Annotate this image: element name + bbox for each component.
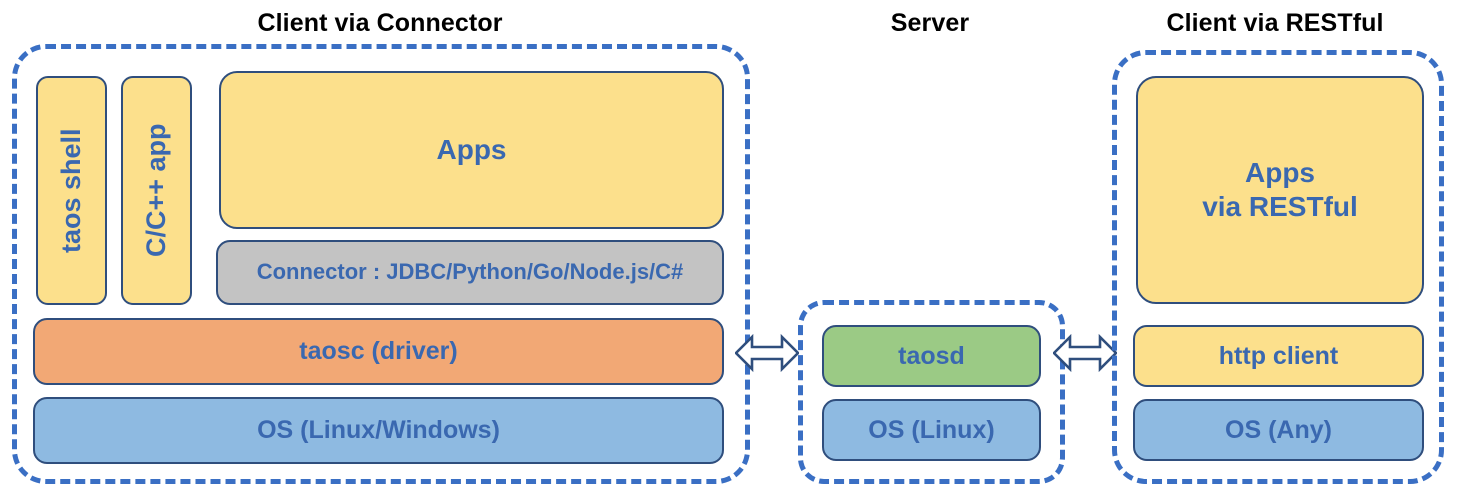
box-connector[interactable]: Connector : JDBC/Python/Go/Node.js/C#: [216, 240, 724, 305]
box-apps-via-restful-line2: via RESTful: [1202, 191, 1358, 222]
box-taosc-driver[interactable]: taosc (driver): [33, 318, 724, 385]
box-apps-via-restful-line1: Apps: [1245, 156, 1315, 188]
box-taosd[interactable]: taosd: [822, 325, 1041, 387]
group-client-restful: [1112, 50, 1444, 484]
bidirectional-arrow-left: [735, 332, 799, 374]
group-client-connector: [12, 44, 750, 484]
panel-title-client-restful: Client via RESTful: [1166, 9, 1384, 37]
box-os-linux[interactable]: OS (Linux): [822, 399, 1041, 461]
box-apps[interactable]: Apps: [219, 71, 724, 229]
panel-title-client-connector: Client via Connector: [257, 9, 503, 37]
box-os-linux-windows[interactable]: OS (Linux/Windows): [33, 397, 724, 464]
box-apps-via-restful[interactable]: Apps via RESTful: [1136, 76, 1424, 304]
group-server: [798, 300, 1065, 484]
box-os-any[interactable]: OS (Any): [1133, 399, 1424, 461]
bidirectional-arrow-right: [1053, 332, 1117, 374]
box-c-cpp-app[interactable]: C/C++ app: [121, 76, 192, 305]
panel-title-server: Server: [890, 9, 970, 37]
box-http-client[interactable]: http client: [1133, 325, 1424, 387]
box-taos-shell[interactable]: taos shell: [36, 76, 107, 305]
